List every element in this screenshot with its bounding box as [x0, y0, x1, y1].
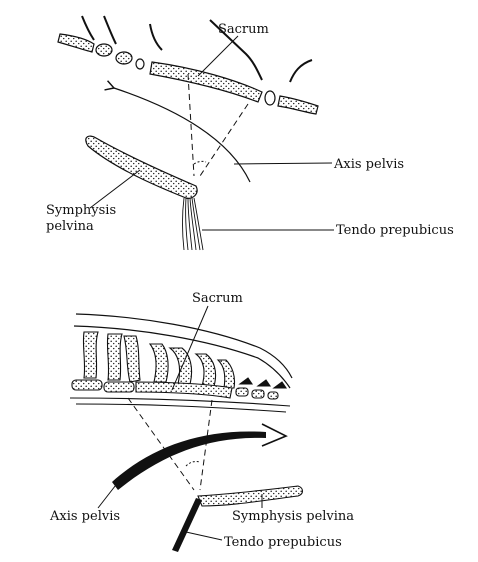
- fig2-tendon-bar: [172, 498, 202, 552]
- fig2-axis-crescent: [112, 431, 266, 490]
- fig1-spine: [58, 16, 318, 114]
- fig2-vertebral-bodies: [70, 378, 290, 412]
- fig1-sacrum-leader: [198, 36, 238, 76]
- fig2-tendo-leader: [186, 532, 222, 540]
- fig2-spinous-processes: [83, 332, 234, 388]
- fig1-tendon-fibers: [183, 198, 204, 250]
- figure-2: Sacrum Axis pelvis Symphysis pelvina Ten…: [49, 291, 354, 552]
- fig2-tendo-label: Tendo prepubicus: [224, 535, 342, 550]
- fig1-axis-pelvis-label: Axis pelvis: [333, 157, 404, 172]
- fig1-tendo-label: Tendo prepubicus: [336, 223, 454, 238]
- fig1-sacrum-label: Sacrum: [218, 22, 269, 37]
- fig2-symphysis-label: Symphysis pelvina: [232, 509, 354, 524]
- fig1-dashed-line-b: [200, 104, 248, 176]
- fig1-symphysis-bone: [86, 136, 197, 198]
- figure-1: Sacrum Axis pelvis Symphysis pelvina Ten…: [46, 16, 454, 250]
- fig2-axis-leader: [98, 472, 126, 508]
- fig2-symphysis-bone: [198, 486, 303, 506]
- fig2-angle-arc: [186, 462, 200, 467]
- fig2-axis-pelvis-label: Axis pelvis: [49, 509, 120, 524]
- fig1-symphysis-label-line1: Symphysis: [46, 203, 116, 218]
- fig2-sacrum-label: Sacrum: [192, 291, 243, 306]
- fig1-symphysis-label-line2: pelvina: [46, 219, 94, 234]
- fig1-dashed-line-a: [188, 74, 194, 176]
- fig1-angle-arc: [194, 161, 206, 164]
- fig1-axis-leader: [234, 163, 332, 164]
